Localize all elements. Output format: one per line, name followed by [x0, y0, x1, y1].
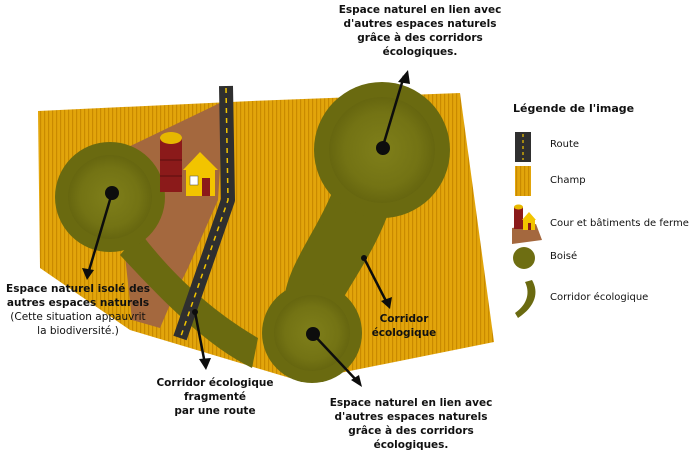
label-line: grâce à des corridors: [348, 425, 474, 437]
road-icon: [515, 132, 531, 162]
label-line: fragmenté: [183, 391, 247, 403]
legend-item-field: Champ: [550, 175, 586, 186]
label-bottom-center: Espace naturel en lien avec d'autres esp…: [316, 396, 506, 452]
arrow-corridor: [362, 257, 389, 304]
label-line: Corridor écologique: [156, 377, 274, 389]
label-line: écologiques.: [382, 46, 458, 58]
label-line: Espace naturel en lien avec: [329, 397, 493, 409]
legend-title: Légende de l'image: [513, 102, 635, 115]
legend-item-corridor: Corridor écologique: [550, 292, 649, 303]
dot-fragmented: [192, 309, 198, 315]
arrow-bottom: [312, 333, 359, 383]
label-line: écologique: [371, 327, 437, 339]
label-fragmented-corridor: Corridor écologique fragmenté par une ro…: [150, 376, 280, 418]
dot-corridor: [361, 255, 367, 261]
dot-top-right: [376, 141, 390, 155]
arrow-fragmented: [193, 311, 207, 365]
house-roof: [183, 152, 218, 170]
label-line: (Cette situation appauvrit: [10, 311, 146, 323]
arrow-isolated: [86, 192, 114, 275]
label-line: grâce à des corridors: [357, 32, 483, 44]
label-line: d'autres espaces naturels: [334, 411, 488, 423]
silo: [160, 138, 182, 192]
label-line: Espace naturel isolé des: [6, 283, 150, 295]
corridor-icon: [515, 280, 536, 318]
label-isolated-space: Espace naturel isolé des autres espaces …: [4, 282, 152, 338]
label-top-right: Espace naturel en lien avec d'autres esp…: [330, 3, 510, 59]
label-line: d'autres espaces naturels: [343, 18, 497, 30]
arrow-top-right: [381, 75, 406, 147]
label-line: Espace naturel en lien avec: [338, 4, 502, 16]
road-center-line: [180, 87, 229, 337]
forest-icon: [513, 247, 535, 269]
label-line: la biodiversité.): [37, 325, 119, 337]
label-line: Corridor: [379, 313, 429, 325]
legend-item-road: Route: [550, 139, 580, 150]
legend-item-farm: Cour et bâtiments de ferme: [550, 218, 689, 229]
field-icon: [515, 166, 531, 196]
legend-icons: [512, 132, 542, 318]
legend-item-forest: Boisé: [550, 251, 578, 262]
label-corridor: Corridor écologique: [364, 312, 444, 340]
label-line: écologiques.: [373, 439, 449, 451]
dot-bottom: [306, 327, 320, 341]
silo-top: [160, 132, 182, 144]
farm-buildings: [160, 132, 218, 196]
label-line: autres espaces naturels: [6, 297, 150, 309]
dot-left: [105, 186, 119, 200]
label-line: par une route: [174, 405, 256, 417]
pointer-arrows: [82, 70, 410, 387]
farm-icon: [512, 204, 542, 244]
